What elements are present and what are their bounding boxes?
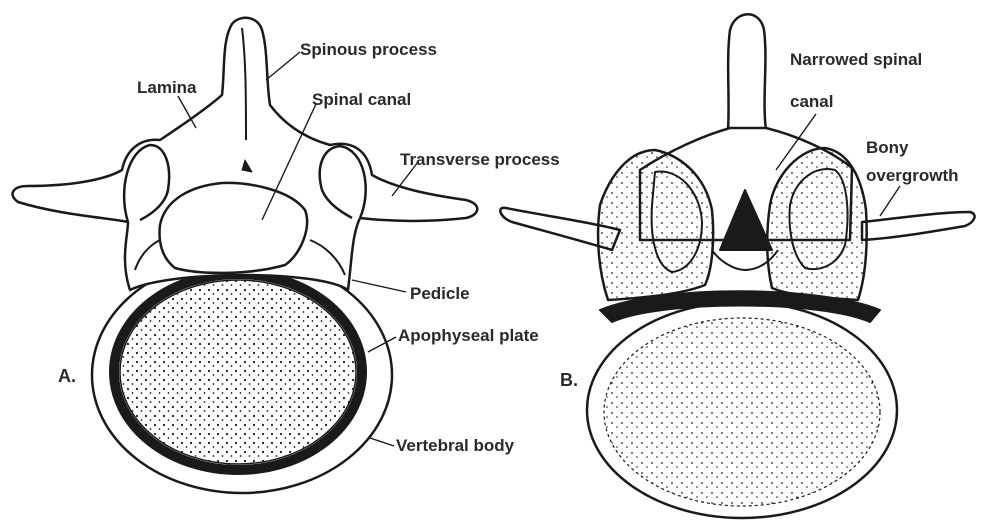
panel-letter-b: B. bbox=[560, 370, 578, 390]
leader-spinous bbox=[266, 52, 300, 80]
leader-bony-overgrowth bbox=[880, 186, 900, 216]
label-spinal-canal: Spinal canal bbox=[312, 90, 411, 110]
label-vertebral-body: Vertebral body bbox=[396, 436, 514, 456]
leader-pedicle bbox=[352, 280, 406, 292]
label-apophyseal-plate: Apophyseal plate bbox=[398, 326, 539, 346]
transverse-right-b bbox=[862, 212, 975, 240]
leader-vertebral-body bbox=[370, 438, 394, 446]
cancellous-bone-a bbox=[120, 280, 356, 464]
spinous-process-b bbox=[728, 14, 766, 130]
spinal-canal-a bbox=[160, 183, 308, 273]
label-narrowed-canal-line2: canal bbox=[790, 92, 833, 112]
vertebra-b bbox=[500, 14, 974, 518]
label-transverse-process: Transverse process bbox=[400, 150, 560, 170]
label-narrowed-canal-line1: Narrowed spinal bbox=[790, 50, 922, 70]
panel-letter-a: A. bbox=[58, 366, 76, 386]
label-bony-overgrowth-line1: Bony bbox=[866, 138, 909, 158]
label-spinous-process: Spinous process bbox=[300, 40, 437, 60]
cancellous-bone-b bbox=[604, 318, 880, 506]
label-bony-overgrowth-line2: overgrowth bbox=[866, 166, 959, 186]
label-lamina: Lamina bbox=[137, 78, 197, 98]
label-pedicle: Pedicle bbox=[410, 284, 470, 304]
